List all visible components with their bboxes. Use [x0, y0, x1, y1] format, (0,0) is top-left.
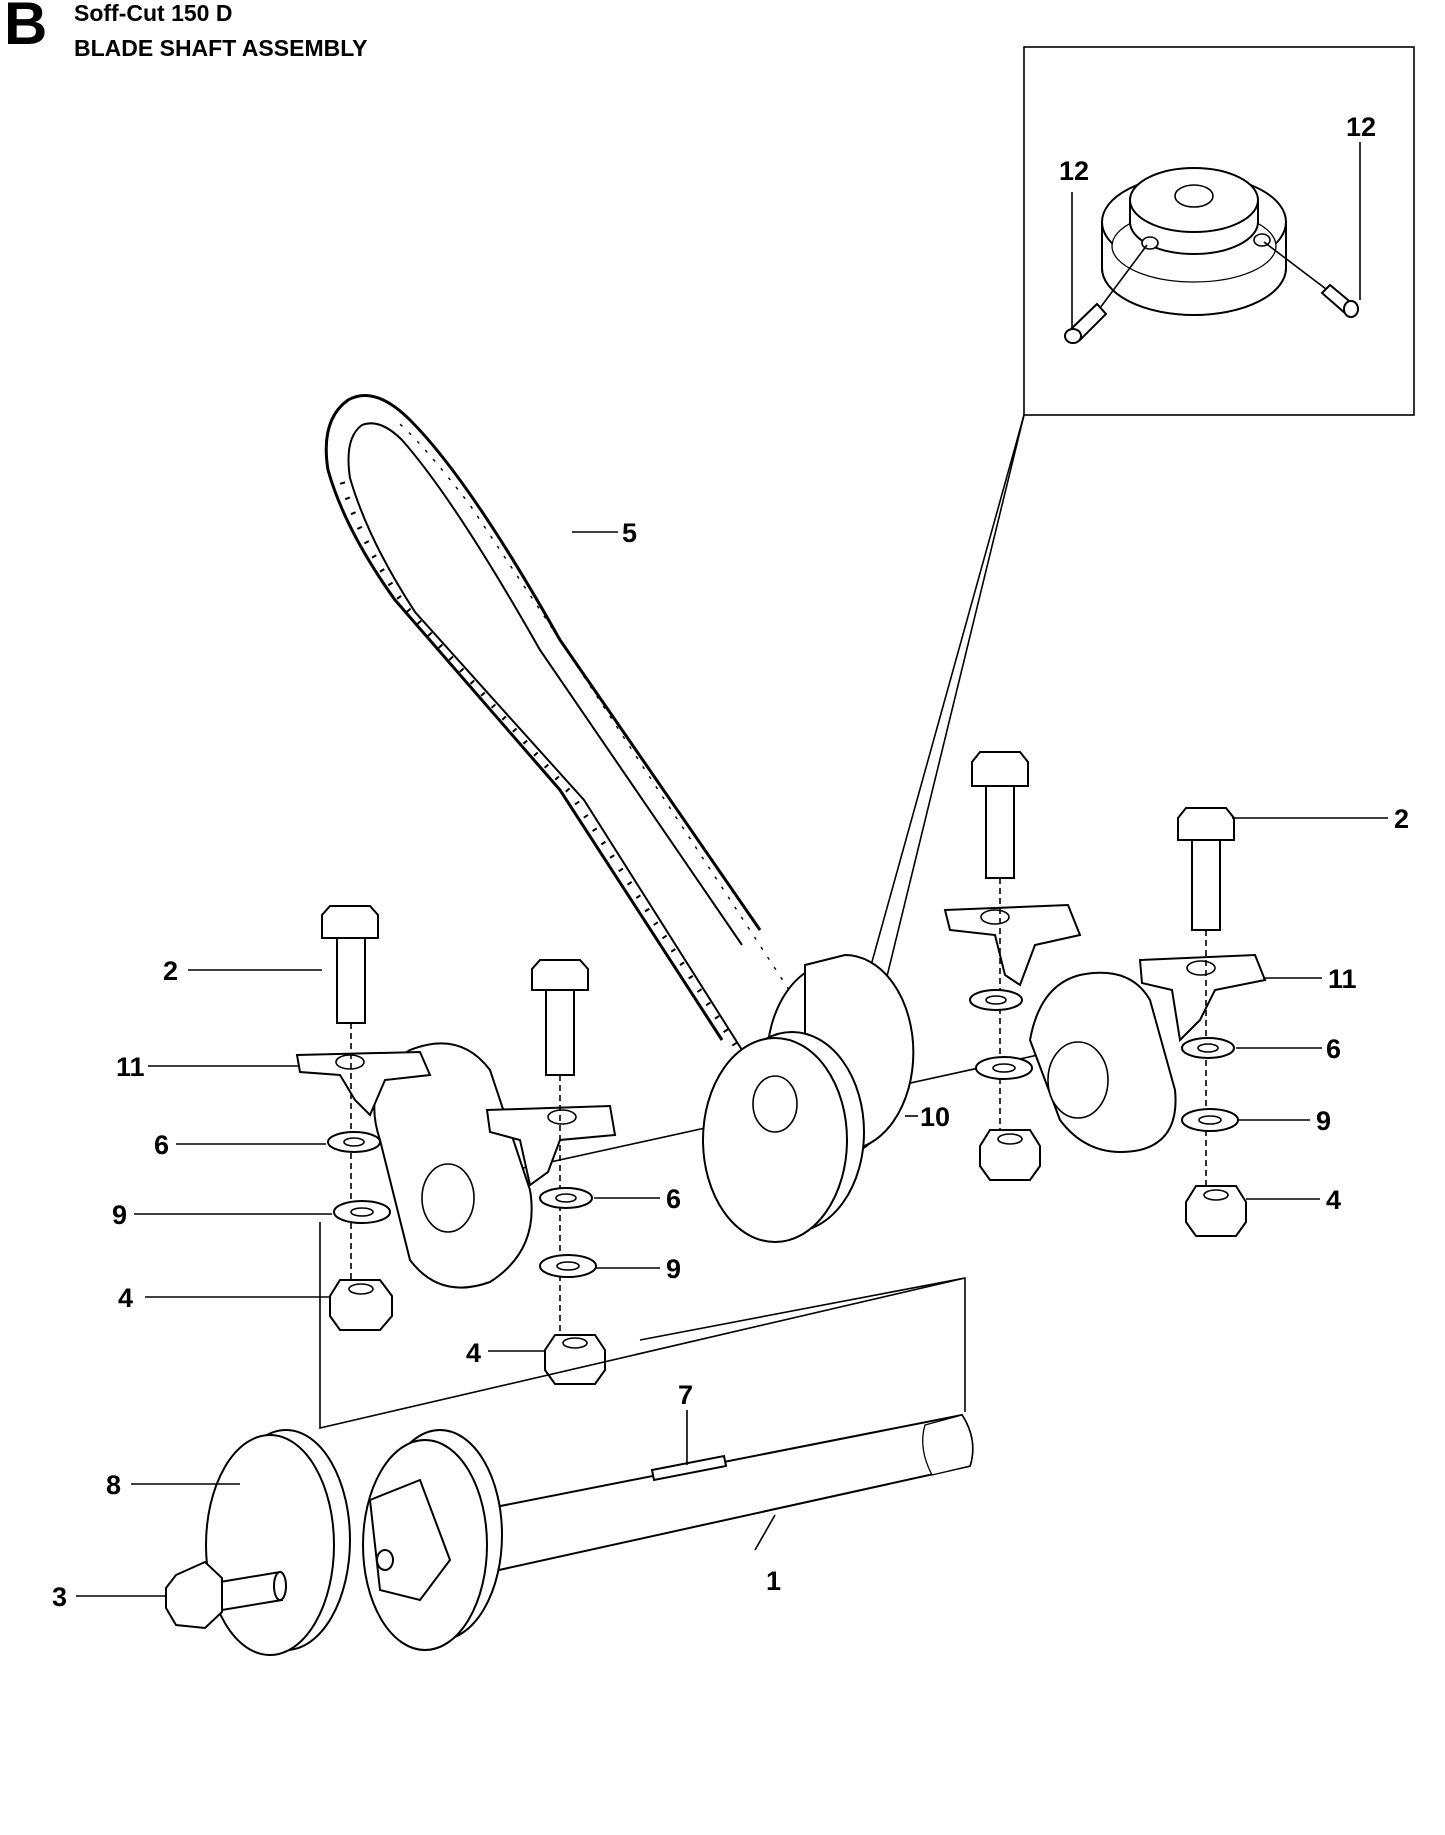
- callout-4-center: 4: [466, 1338, 481, 1368]
- shaft-key: [650, 1454, 728, 1482]
- nut-4-left-a: [329, 1279, 393, 1331]
- nut-4-right-b: [1185, 1185, 1247, 1237]
- left-bearing-block: [295, 1042, 617, 1289]
- washer-6-right-a: [969, 989, 1023, 1011]
- section-letter: B: [4, 0, 48, 57]
- blade-shaft: [468, 1413, 974, 1574]
- callout-11-left: 11: [116, 1052, 145, 1082]
- assembly-bracket-diag: [639, 1277, 966, 1341]
- callout-8: 8: [106, 1470, 121, 1500]
- callout-11-right: 11: [1328, 964, 1357, 994]
- bolt-left-b: [531, 959, 589, 1340]
- nut-4-left-b: [544, 1334, 606, 1385]
- callout-10: 10: [920, 1102, 950, 1132]
- callout-12-left: 12: [1059, 156, 1089, 186]
- callout-9-left: 9: [112, 1200, 127, 1230]
- callout-6-center: 6: [666, 1184, 681, 1214]
- callout-5: 5: [622, 518, 637, 548]
- model-title: Soff-Cut 150 D: [74, 0, 233, 26]
- washer-6-left-a: [327, 1131, 381, 1153]
- timing-belt: [324, 394, 836, 1061]
- callout-1: 1: [766, 1566, 781, 1596]
- outer-flange: [205, 1429, 351, 1656]
- inset-pulley: [1101, 167, 1287, 316]
- callout-6-right: 6: [1326, 1034, 1341, 1064]
- washer-6-left-b: [539, 1187, 593, 1209]
- inset-pin-left: [1064, 244, 1148, 344]
- callout-3: 3: [52, 1582, 67, 1612]
- right-bearing-block: [943, 903, 1267, 1153]
- drive-pulley: [702, 953, 915, 1243]
- washer-6-right-b: [1181, 1037, 1235, 1059]
- washer-9-right-b: [1181, 1108, 1239, 1132]
- assembly-title: BLADE SHAFT ASSEMBLY: [74, 35, 368, 61]
- washer-9-left-b: [539, 1254, 597, 1278]
- callout-2-left: 2: [163, 956, 178, 986]
- callout-6-left: 6: [154, 1130, 169, 1160]
- inset-pin-right: [1263, 241, 1359, 318]
- bolt-right-a: [971, 751, 1029, 1140]
- callout-4-right: 4: [1326, 1185, 1341, 1215]
- callout-7: 7: [678, 1380, 693, 1410]
- bolt-right-b: [1177, 807, 1235, 1195]
- callout-4-left: 4: [118, 1283, 133, 1313]
- arbor-bolt: [165, 1549, 394, 1630]
- callout-9-right: 9: [1316, 1106, 1331, 1136]
- bolt-left-a: [321, 905, 379, 1290]
- callout-12-right: 12: [1346, 112, 1376, 142]
- nut-4-right-a: [979, 1129, 1041, 1181]
- callout-9-center: 9: [666, 1254, 681, 1284]
- assembly-bracket-line: [319, 1222, 966, 1430]
- callout-2-right: 2: [1394, 804, 1409, 834]
- washer-9-right-a: [975, 1056, 1033, 1080]
- leader-lines: [76, 817, 1388, 1597]
- washer-9-left-a: [333, 1200, 391, 1224]
- inner-flange: [362, 1429, 503, 1651]
- detail-inset: 12 12: [859, 46, 1415, 1006]
